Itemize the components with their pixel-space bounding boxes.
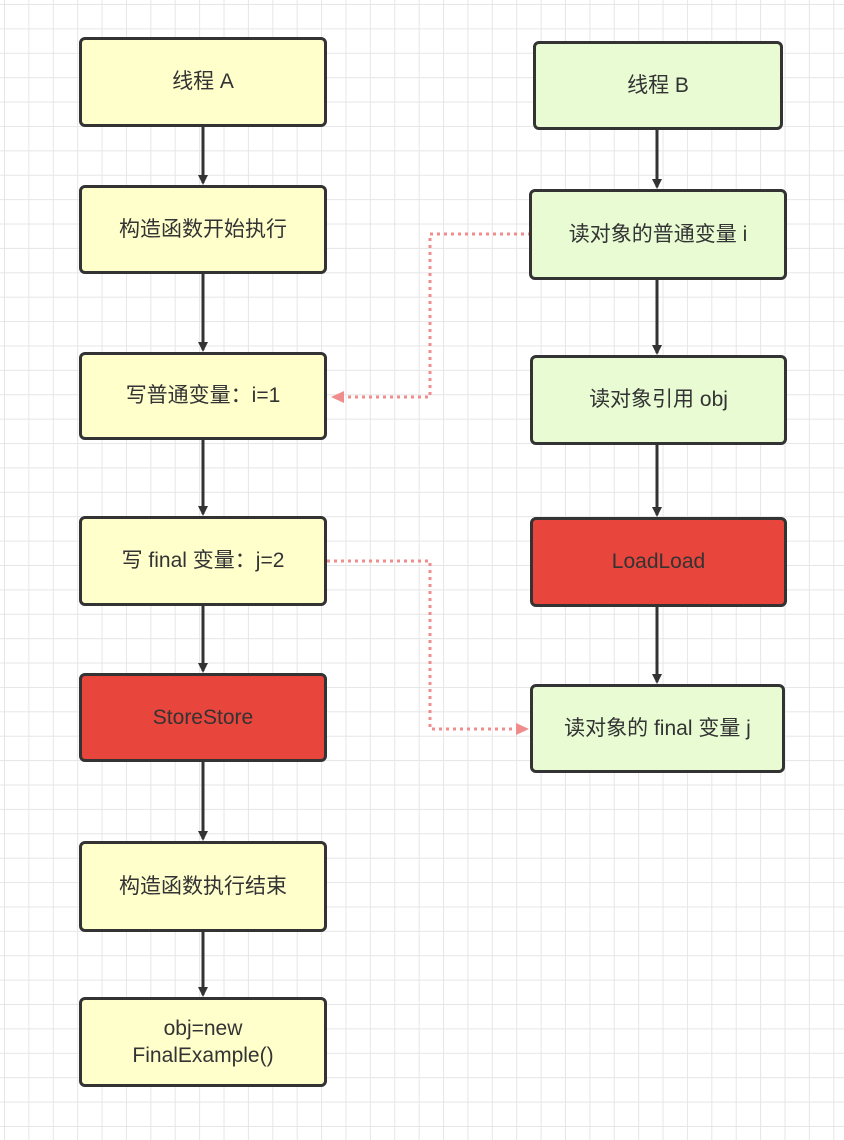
object-assign-line2: FinalExample() xyxy=(132,1044,274,1067)
object-assign-line1: obj=new xyxy=(163,1016,243,1040)
write-final-variable-node[interactable]: 写 final 变量：j=2 xyxy=(79,516,327,606)
read-normal-variable-node[interactable]: 读对象的普通变量 i xyxy=(529,189,787,280)
loadload-barrier-node[interactable]: LoadLoad xyxy=(530,517,787,607)
storestore-barrier-node[interactable]: StoreStore xyxy=(79,673,327,762)
read-final-variable-label: 读对象的 final 变量 j xyxy=(564,716,751,740)
write-normal-variable-label: 写普通变量：i=1 xyxy=(125,384,281,408)
constructor-end-label: 构造函数执行结束 xyxy=(119,874,287,898)
read-normal-variable-label: 读对象的普通变量 i xyxy=(568,222,748,246)
thread-b-title-node[interactable]: 线程 B xyxy=(533,41,783,130)
constructor-start-label: 构造函数开始执行 xyxy=(119,217,287,241)
constructor-start-node[interactable]: 构造函数开始执行 xyxy=(79,185,327,274)
write-normal-variable-node[interactable]: 写普通变量：i=1 xyxy=(79,352,327,440)
read-final-variable-node[interactable]: 读对象的 final 变量 j xyxy=(530,684,785,773)
write-final-variable-label: 写 final 变量：j=2 xyxy=(121,549,285,573)
constructor-end-node[interactable]: 构造函数执行结束 xyxy=(79,841,327,932)
thread-b-title-label: 线程 B xyxy=(627,73,689,97)
object-assign-node[interactable]: obj=new FinalExample() xyxy=(79,997,327,1087)
storestore-barrier-label: StoreStore xyxy=(152,705,254,729)
read-object-reference-label: 读对象引用 obj xyxy=(589,388,728,412)
thread-a-title-node[interactable]: 线程 A xyxy=(79,37,327,127)
read-object-reference-node[interactable]: 读对象引用 obj xyxy=(530,355,787,445)
dotted-edge-write-final-to-read-final xyxy=(327,559,529,735)
dotted-edge-read-normal-to-write-normal xyxy=(331,232,531,403)
loadload-barrier-label: LoadLoad xyxy=(611,550,706,574)
thread-a-title-label: 线程 A xyxy=(172,70,234,94)
